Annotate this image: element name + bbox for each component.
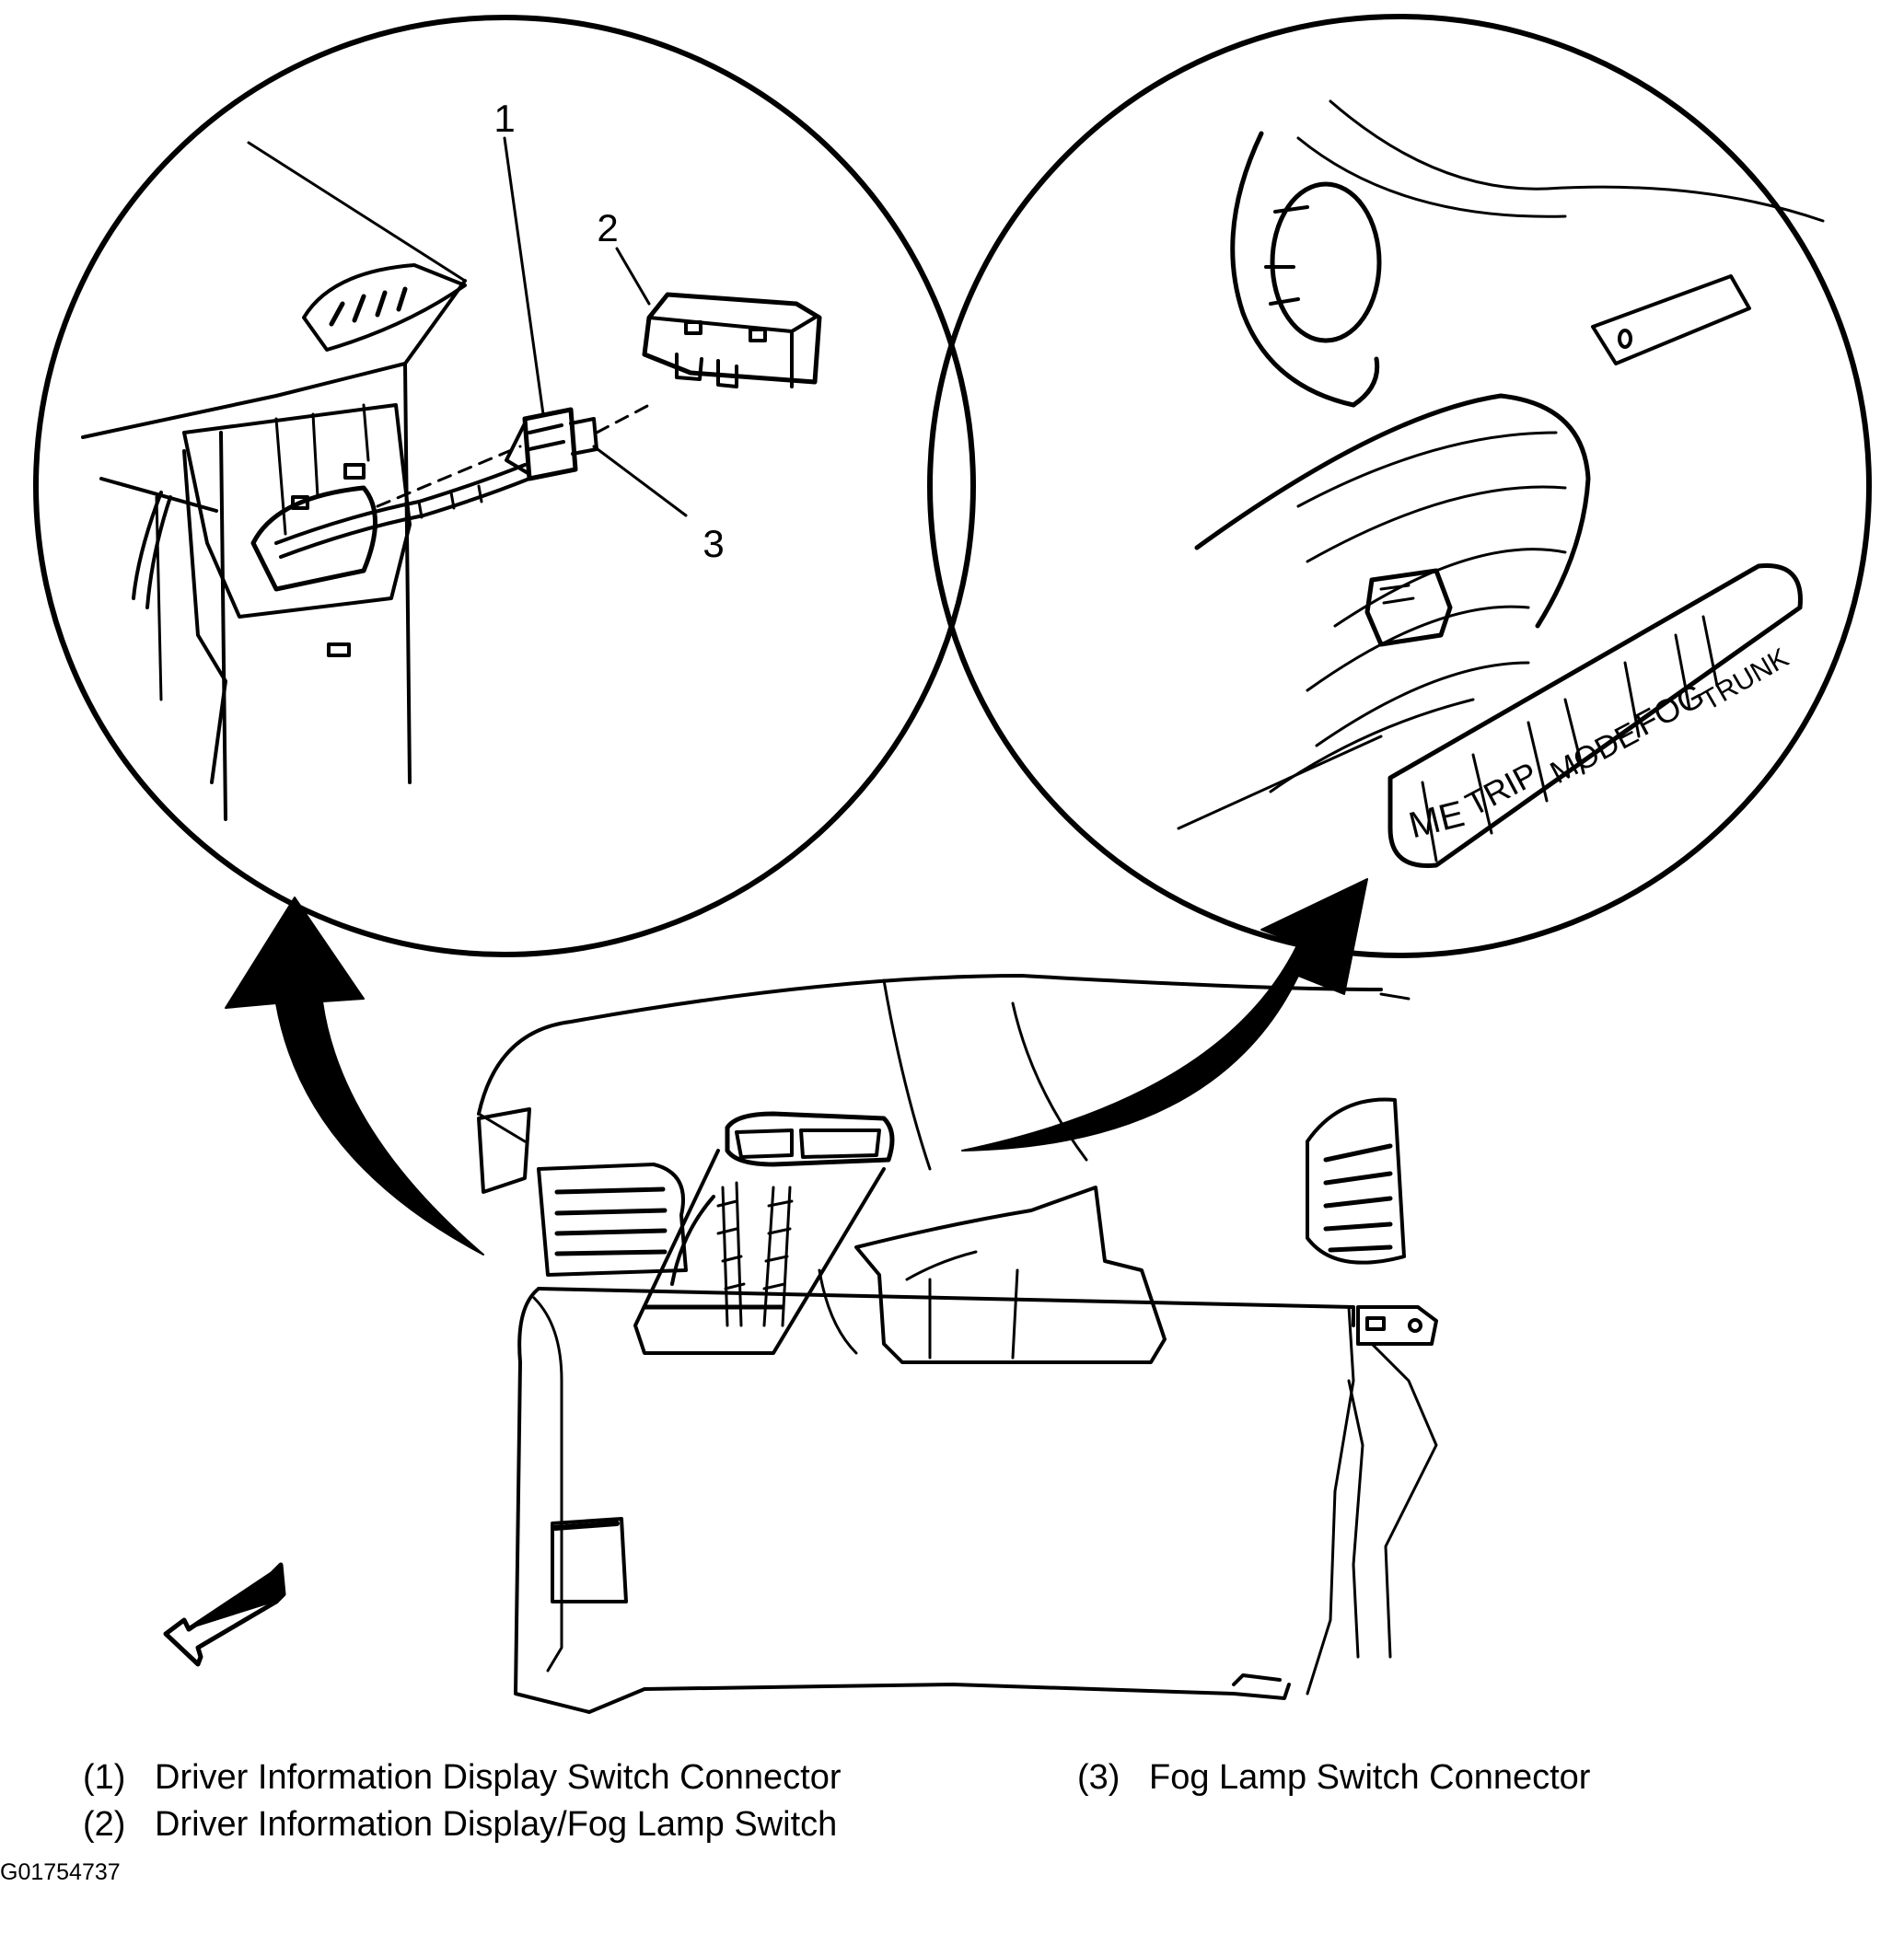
instrument-panel-overview — [477, 974, 1438, 1714]
legend-number: (2) — [83, 1805, 126, 1844]
leader-line-2 — [615, 247, 651, 306]
legend-text: Driver Information Display/Fog Lamp Swit… — [155, 1805, 838, 1844]
callout-1: 1 — [493, 97, 515, 140]
callout-3: 3 — [702, 522, 724, 565]
leader-line-3 — [592, 445, 688, 517]
callout-2: 2 — [597, 206, 618, 249]
switch-label-mode: MODE — [1545, 716, 1644, 791]
switch-label-fog: FOG — [1629, 676, 1710, 743]
legend-text: Driver Information Display Switch Connec… — [155, 1758, 842, 1797]
legend-item-1: (1) Driver Information Display Switch Con… — [83, 1755, 842, 1800]
left-detail-view — [33, 15, 976, 957]
right-detail-circle — [927, 14, 1872, 958]
legend-number: (3) — [1077, 1758, 1120, 1797]
left-curved-arrow — [225, 897, 484, 1256]
figure-id: G01754737 — [0, 1859, 121, 1885]
right-detail-view — [927, 14, 1872, 958]
switch-label-me: ME — [1405, 793, 1469, 846]
right-curved-arrow — [961, 878, 1368, 1152]
legend-item-3: (3) Fog Lamp Switch Connector — [1077, 1755, 1590, 1800]
legend-item-2: (2) Driver Information Display/Fog Lamp S… — [83, 1802, 837, 1846]
legend-text: Fog Lamp Switch Connector — [1149, 1758, 1591, 1797]
leader-line-1 — [503, 136, 545, 416]
switch-label-trip: TRIP — [1459, 755, 1544, 824]
left-detail-circle — [33, 15, 976, 957]
legend-number: (1) — [83, 1758, 126, 1797]
